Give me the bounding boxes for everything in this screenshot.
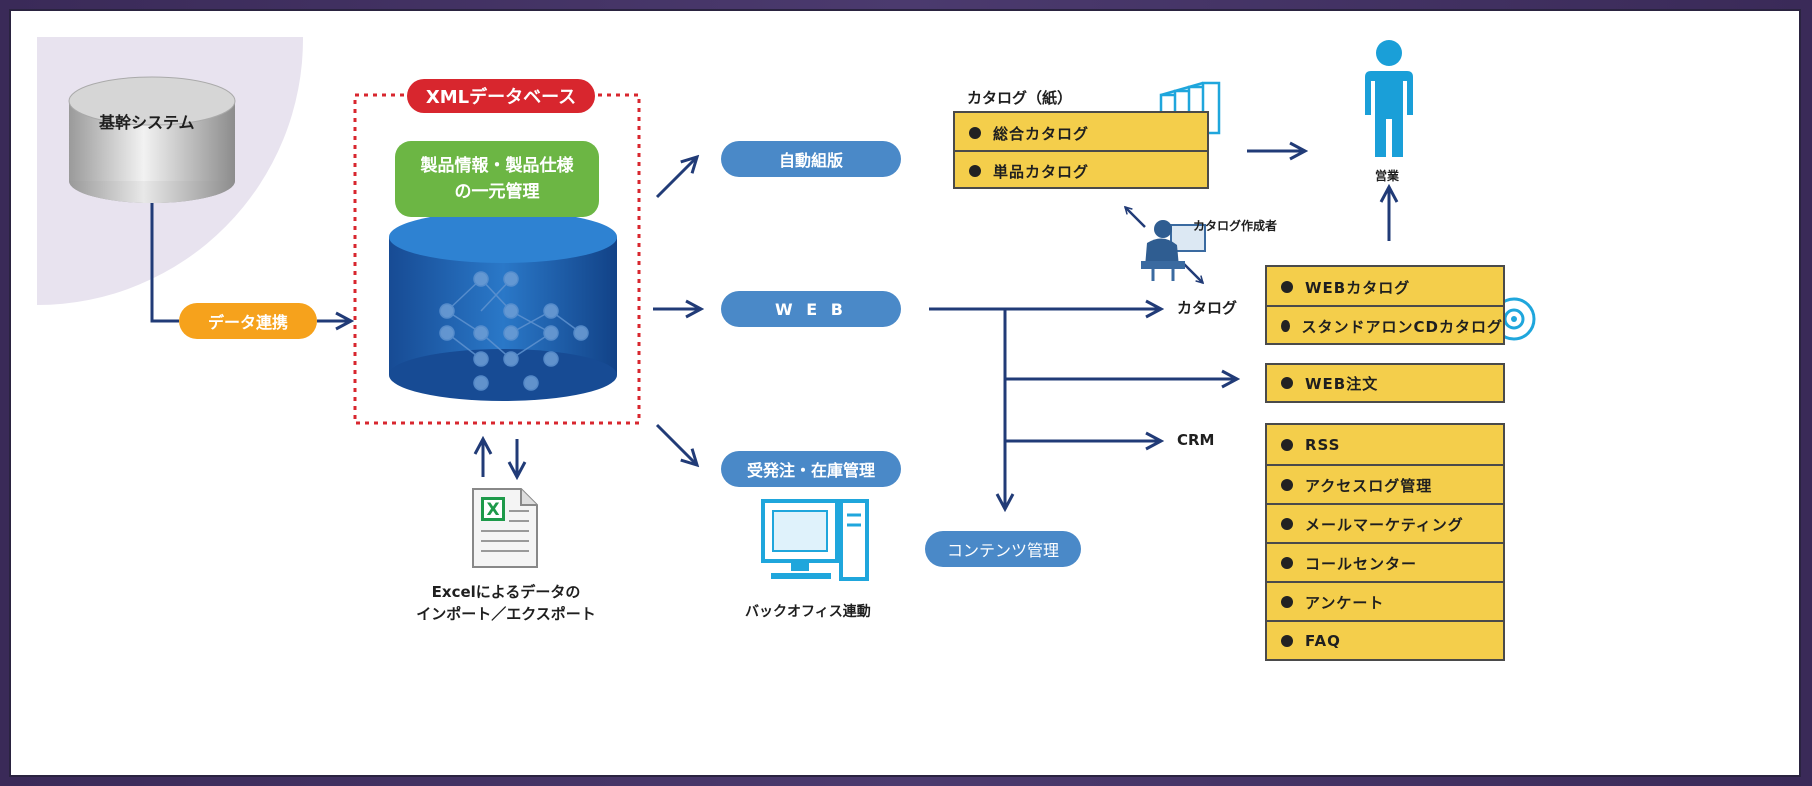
web-trunk-line <box>929 307 1005 509</box>
paper-catalog-title: カタログ（紙） <box>967 89 1073 107</box>
product-mgmt-box: 製品情報・製品仕様 の一元管理 <box>395 141 599 217</box>
web-catalog-item-label: スタンドアロンCDカタログ <box>1301 317 1503 336</box>
catalog-branch-label: カタログ <box>1177 299 1238 317</box>
order-inventory-pill: 受発注・在庫管理 <box>721 451 901 487</box>
crm-item-label: メールマーケティング <box>1305 515 1464 534</box>
web-catalog-box: WEBカタログ スタンドアロンCDカタログ <box>1265 265 1505 345</box>
core-system-label: 基幹システム <box>99 113 195 132</box>
product-mgmt-line1: 製品情報・製品仕様 <box>420 156 574 176</box>
bullet-icon <box>1281 479 1293 491</box>
core-system-cylinder <box>68 76 236 203</box>
excel-file-icon: X <box>472 488 538 568</box>
web-catalog-item: WEBカタログ <box>1267 267 1503 307</box>
contents-mgmt-pill: コンテンツ管理 <box>925 531 1081 567</box>
web-order-item: WEB注文 <box>1267 365 1503 401</box>
paper-catalog-item-label: 総合カタログ <box>993 124 1090 143</box>
data-link-tag: データ連携 <box>179 303 317 339</box>
creator-to-web-arrow <box>1182 262 1203 283</box>
crm-item-label: アンケート <box>1305 593 1385 612</box>
bullet-icon <box>1281 281 1293 293</box>
db-network-pattern <box>439 271 589 391</box>
paper-catalog-item: 単品カタログ <box>955 150 1207 190</box>
catalog-creator-icon <box>1141 220 1206 281</box>
crm-item-label: アクセスログ管理 <box>1305 476 1433 495</box>
catalog-creator-label: カタログ作成者 <box>1193 219 1278 233</box>
crm-item-label: FAQ <box>1305 632 1341 650</box>
web-pill: W E B <box>721 291 901 327</box>
db-to-order-arrow <box>655 423 697 465</box>
db-to-typeset-arrow <box>655 157 697 199</box>
product-mgmt-line2: の一元管理 <box>454 182 540 202</box>
bullet-icon <box>1281 557 1293 569</box>
computer-icon <box>761 499 869 581</box>
bullet-icon <box>1281 439 1293 451</box>
bullet-icon <box>969 165 981 177</box>
backoffice-label: バックオフィス連動 <box>745 604 871 620</box>
crm-item: FAQ <box>1267 620 1503 660</box>
bullet-icon <box>1281 635 1293 647</box>
crm-item-label: RSS <box>1305 436 1341 454</box>
crm-branch-label: CRM <box>1177 431 1215 449</box>
crm-item: RSS <box>1267 425 1503 465</box>
xml-db-title: XMLデータベース <box>407 79 595 113</box>
bullet-icon <box>969 127 981 139</box>
web-order-item-label: WEB注文 <box>1305 374 1379 393</box>
paper-catalog-box: 総合カタログ 単品カタログ <box>953 111 1209 189</box>
core-to-datalink-line <box>150 203 179 323</box>
svg-text:X: X <box>486 500 499 520</box>
crm-item: メールマーケティング <box>1267 503 1503 543</box>
sales-label: 営業 <box>1375 169 1400 183</box>
excel-label: Excelによるデータの インポート／エクスポート <box>407 581 605 625</box>
bullet-icon <box>1281 518 1293 530</box>
xml-db-cylinder <box>389 211 617 401</box>
diagram-canvas: X <box>37 37 1536 581</box>
diagram-panel: X <box>9 9 1801 777</box>
paper-catalog-item-label: 単品カタログ <box>993 162 1090 181</box>
auto-typeset-pill: 自動組版 <box>721 141 901 177</box>
web-catalog-item-label: WEBカタログ <box>1305 278 1411 297</box>
sales-person-icon <box>1365 40 1413 157</box>
bullet-icon <box>1281 320 1290 332</box>
bullet-icon <box>1281 596 1293 608</box>
creator-to-paper-arrow <box>1125 207 1146 228</box>
web-catalog-item: スタンドアロンCDカタログ <box>1267 305 1503 345</box>
web-order-box: WEB注文 <box>1265 363 1505 403</box>
excel-label-line1: Excelによるデータの <box>431 583 581 601</box>
paper-catalog-item: 総合カタログ <box>955 113 1207 153</box>
crm-item: アンケート <box>1267 581 1503 621</box>
crm-item-label: コールセンター <box>1305 554 1418 573</box>
crm-item: アクセスログ管理 <box>1267 464 1503 504</box>
crm-item: コールセンター <box>1267 542 1503 582</box>
excel-label-line2: インポート／エクスポート <box>416 605 596 623</box>
crm-box: RSS アクセスログ管理 メールマーケティング コールセンター アンケート FA… <box>1265 423 1505 661</box>
bullet-icon <box>1281 377 1293 389</box>
